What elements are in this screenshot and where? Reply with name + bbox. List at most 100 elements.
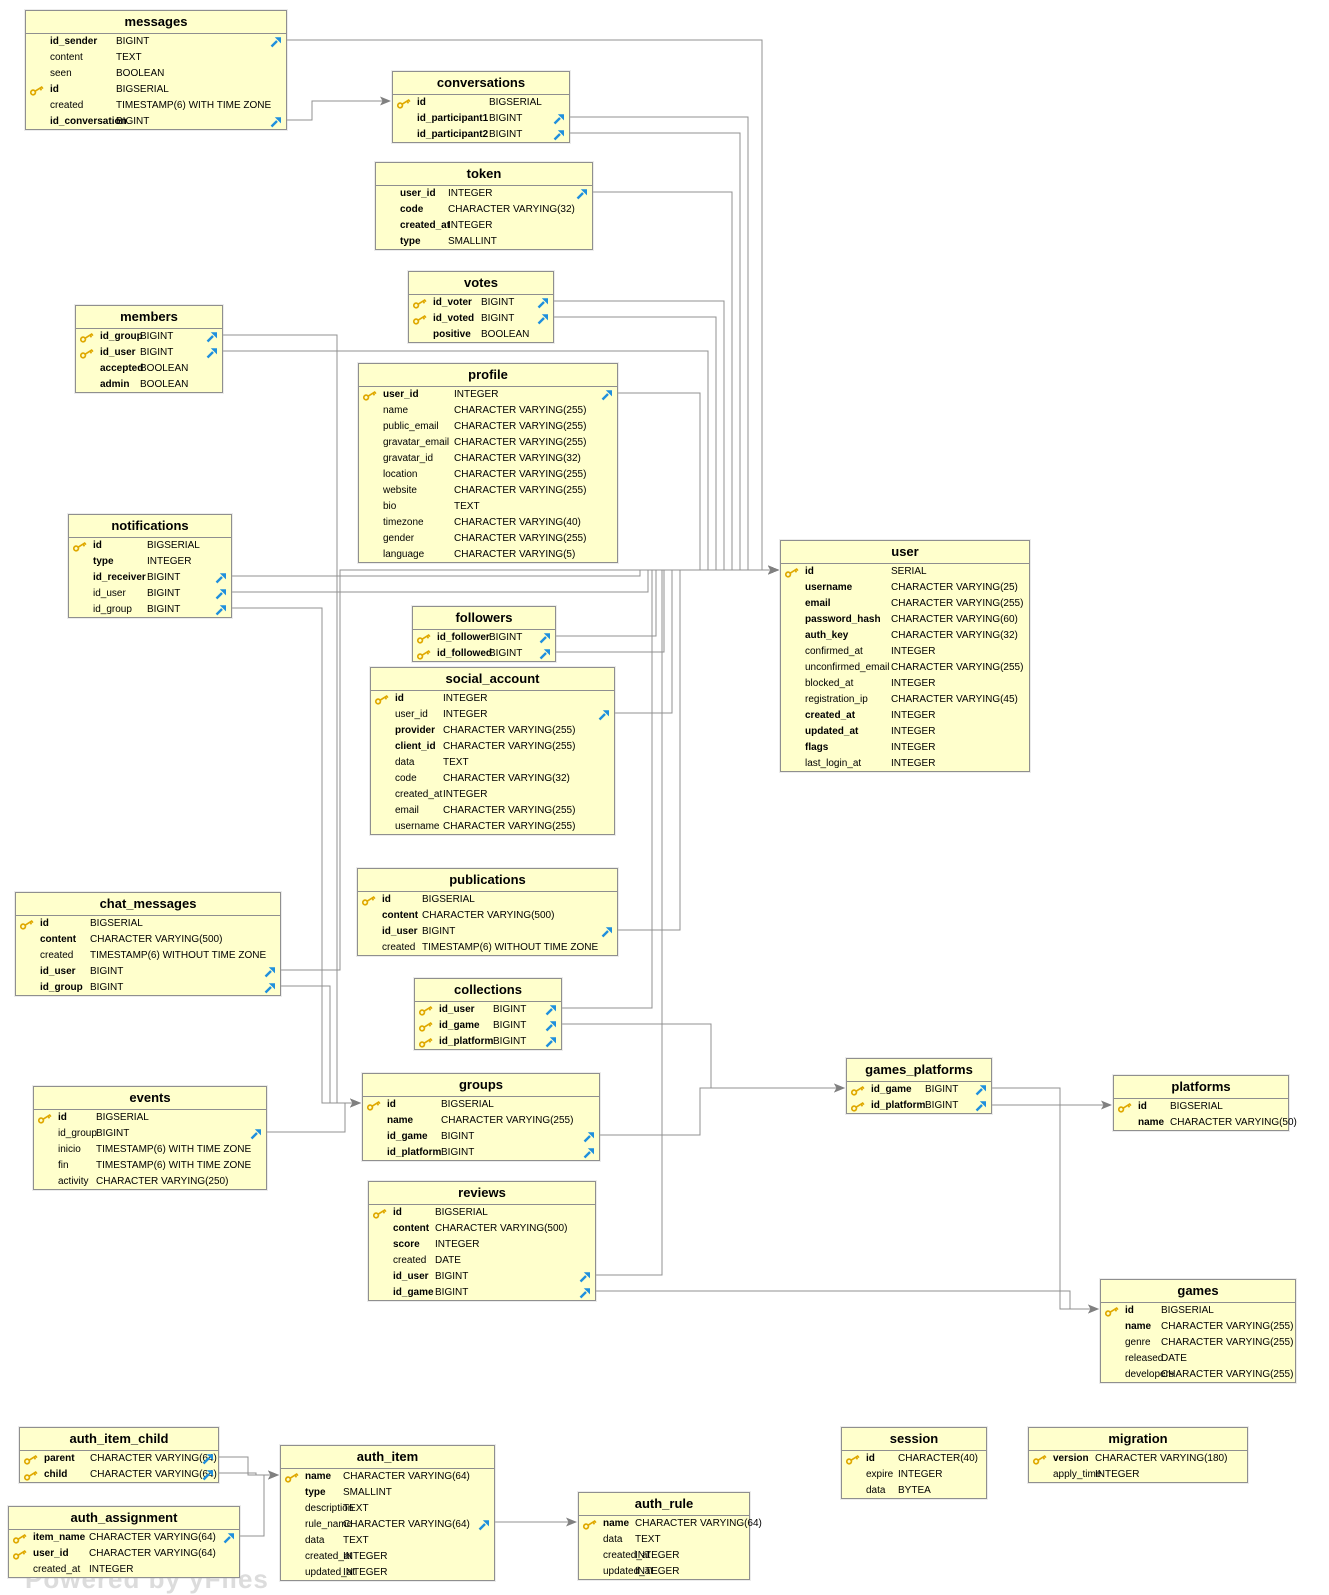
column-name: description [305,1503,354,1514]
column-name: id [50,84,59,95]
primary-key-icon [79,348,94,359]
column-name: name [603,1518,630,1529]
column-name: name [1125,1321,1152,1332]
foreign-key-icon [539,649,550,660]
column-name: confirmed_at [805,646,863,657]
primary-key-icon [23,1470,38,1481]
column-type: BIGSERIAL [1161,1305,1214,1316]
column-name: fin [58,1160,69,1171]
column-type: INTEGER [891,726,936,737]
edge-notifications.id_user-to-user [232,565,779,593]
column-type: BOOLEAN [116,68,165,79]
column-name: parent [44,1453,75,1464]
column-type: SMALLINT [448,236,497,247]
column-type: BIGINT [493,1020,527,1031]
column-type: CHARACTER VARYING(255) [891,598,1024,609]
column-name: activity [58,1176,89,1187]
column-type: INTEGER [891,742,936,753]
column-type: INTEGER [448,220,493,231]
table-title: chat_messages [16,893,280,916]
edge-groups.id_game+id_platform-to-games_platforms [600,1083,845,1136]
column-type: BOOLEAN [140,379,189,390]
column-type: CHARACTER VARYING(250) [96,1176,229,1187]
column-type: CHARACTER VARYING(64) [89,1548,216,1559]
column-type: TIMESTAMP(6) WITH TIME ZONE [116,100,272,111]
column-name: name [387,1115,414,1126]
column-type: BIGSERIAL [96,1112,149,1123]
column-type: INTEGER [1095,1469,1140,1480]
column-type: TEXT [343,1503,369,1514]
table-title: auth_item [281,1446,494,1469]
foreign-key-icon [206,348,217,359]
column-name: id_conversation [50,116,127,127]
column-name: id_voted [433,313,475,324]
column-type: TEXT [454,501,480,512]
column-type: BIGSERIAL [489,97,542,108]
edge-messages.id_conversation-to-conversations [287,96,391,121]
edge-token.user_id-to-user [593,191,779,575]
column-type: CHARACTER VARYING(255) [454,405,587,416]
column-name: id_sender [50,36,98,47]
foreign-key-icon [478,1520,489,1531]
primary-key-icon [72,541,87,552]
column-name: unconfirmed_email [805,662,890,673]
column-name: website [383,485,417,496]
foreign-key-icon [975,1101,986,1112]
column-type: CHARACTER VARYING(255) [454,533,587,544]
table-title: followers [413,607,555,630]
column-name: name [1138,1117,1165,1128]
column-name: gender [383,533,415,544]
edge-chat_messages.id_group-to-groups [281,985,361,1108]
column-type: BIGINT [116,36,150,47]
edge-chat_messages.id_user-to-user [281,565,779,971]
column-name: type [93,556,114,567]
column-name: timezone [383,517,424,528]
column-type: BIGINT [489,648,523,659]
column-name: content [382,910,419,921]
